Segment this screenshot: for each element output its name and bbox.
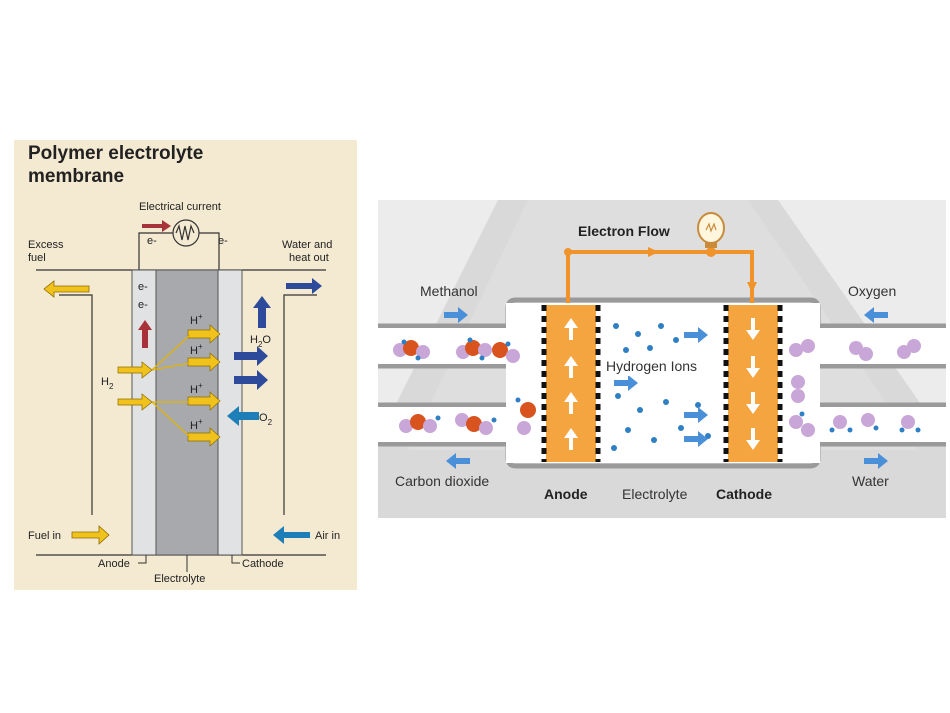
svg-text:fuel: fuel (28, 252, 46, 264)
cathode-down-arrows (746, 318, 760, 450)
co2-molecules (399, 413, 497, 435)
h-plus-label-4: H+ (190, 417, 203, 432)
h-plus-label-2: H+ (190, 342, 203, 357)
h2o-label: H2O (250, 334, 271, 349)
cathode-label: Cathode (242, 558, 284, 570)
o2-label: O2 (259, 412, 273, 427)
dmfc-diagram: Electron Flow (378, 200, 946, 518)
electrolyte-label: Electrolyte (154, 573, 205, 585)
electron-label-right: e- (218, 235, 228, 247)
water-molecules (789, 411, 921, 437)
water-out-arrow (286, 278, 322, 294)
oxygen-arrow (227, 406, 259, 426)
water-heat-label: Water and (282, 239, 332, 251)
hydrogen-ions-label: Hydrogen Ions (606, 358, 697, 374)
excess-fuel-label: Excess (28, 239, 64, 251)
svg-text:heat out: heat out (289, 252, 329, 264)
hydrogen-split-lines (151, 334, 191, 438)
electron-wire (566, 250, 754, 303)
pem-fuel-cell-diagram: Polymer electrolyte membrane Electrical … (14, 140, 357, 590)
fuel-in-label: Fuel in (28, 530, 61, 542)
electrolyte-label: Electrolyte (622, 486, 688, 502)
ion-flow-arrows (614, 327, 708, 447)
electron-flow-label: Electron Flow (578, 223, 670, 239)
hydrogen-in-arrow-2 (117, 393, 153, 411)
electron-flow-arrow (142, 220, 171, 232)
pem-schematic: Electrical current e- e- Excess fuel Wat… (28, 201, 340, 585)
oxygen-label: Oxygen (848, 283, 896, 299)
water-up-arrow (253, 296, 271, 328)
anode-layer (131, 269, 157, 556)
diagram-title: Polymer electrolyte membrane (28, 143, 204, 187)
cathode-label: Cathode (716, 486, 772, 502)
electron-up-arrow (138, 320, 152, 348)
h-plus-label-1: H+ (190, 312, 203, 327)
electrolyte-membrane (155, 269, 219, 556)
oxygen-molecules (789, 339, 921, 403)
dmfc-schematic: Electron Flow (378, 200, 946, 518)
proton-arrows (187, 324, 221, 447)
hydrogen-ion-dots (611, 323, 711, 451)
anode-label: Anode (544, 486, 588, 502)
h2-label: H2 (101, 376, 114, 391)
oxygen-in-arrow (864, 307, 888, 323)
svg-text:e-: e- (138, 281, 148, 293)
co2-out-arrow (446, 453, 470, 469)
methanol-molecules (393, 337, 536, 435)
electron-label-left: e- (147, 235, 157, 247)
anode-up-arrows (564, 318, 578, 450)
water-arrow-1 (234, 346, 268, 366)
water-label: Water (852, 473, 889, 489)
h-plus-label-3: H+ (190, 381, 203, 396)
methanol-label: Methanol (420, 283, 478, 299)
light-bulb-icon (697, 212, 725, 248)
fuel-in-arrow (71, 525, 110, 545)
zigzag-resistor-icon (175, 224, 195, 241)
air-in-label: Air in (315, 530, 340, 542)
hydrogen-in-arrow-1 (117, 361, 153, 379)
anode-label: Anode (98, 558, 130, 570)
air-in-arrow (273, 526, 310, 544)
excess-fuel-arrow (43, 280, 90, 298)
methanol-in-arrow (444, 307, 468, 323)
carbon-dioxide-label: Carbon dioxide (395, 473, 489, 489)
water-out-arrow (864, 453, 888, 469)
electrical-current-label: Electrical current (139, 201, 221, 213)
water-arrow-2 (234, 370, 268, 390)
svg-text:e-: e- (138, 299, 148, 311)
